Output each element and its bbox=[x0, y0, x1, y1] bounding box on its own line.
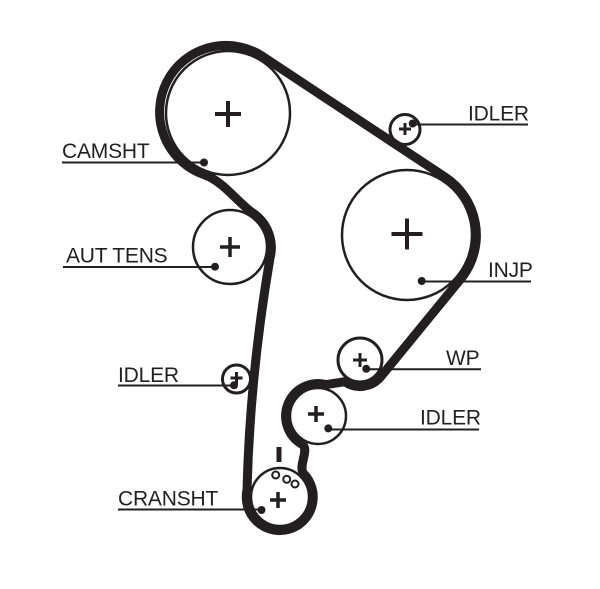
idler-left-leader-dot bbox=[230, 381, 238, 390]
idler-bottom-right-pulley bbox=[288, 386, 348, 446]
crankshaft-bolt-holes bbox=[271, 470, 300, 489]
auto-tensioner-label: AUT TENS bbox=[66, 245, 168, 268]
idler-left-center-mark bbox=[230, 372, 243, 384]
idler-top-right-leader-dot bbox=[408, 119, 417, 128]
injection-pump-center-mark bbox=[391, 218, 423, 250]
camshaft-center-mark bbox=[215, 101, 241, 127]
idler-bottom-right-label: IDLER bbox=[420, 407, 481, 430]
leader-lines bbox=[62, 123, 531, 511]
crankshaft-bolt-hole bbox=[290, 479, 300, 489]
idler-top-right-label: IDLER bbox=[468, 103, 529, 126]
idler-bottom-right-center-mark bbox=[308, 406, 324, 422]
idler-top-right-center-mark bbox=[399, 123, 411, 135]
water-pump-leader-dot bbox=[362, 364, 371, 373]
idler-left-label: IDLER bbox=[118, 364, 179, 387]
timing-belt bbox=[155, 40, 481, 536]
crankshaft-bolt-hole bbox=[282, 474, 292, 484]
injection-pump-leader-dot bbox=[417, 277, 426, 285]
crankshaft-center-mark bbox=[270, 492, 286, 508]
auto-tensioner-leader-dot bbox=[211, 262, 219, 271]
pulley-center-marks bbox=[215, 101, 423, 508]
crankshaft-leader-dot bbox=[257, 506, 266, 514]
water-pump-center-mark bbox=[353, 353, 367, 367]
crankshaft-pulley bbox=[249, 466, 311, 528]
camshaft-label: CAMSHT bbox=[62, 140, 150, 163]
camshaft-leader-dot bbox=[200, 158, 208, 167]
crankshaft-label: CRANSHT bbox=[118, 488, 218, 511]
water-pump-label: WP bbox=[446, 347, 479, 370]
pulley-circles bbox=[164, 49, 474, 528]
injection-pump-label: INJP bbox=[488, 259, 533, 282]
leader-dots bbox=[200, 119, 426, 514]
auto-tensioner-center-mark bbox=[220, 237, 240, 257]
idler-bottom-right-leader-dot bbox=[324, 424, 333, 433]
crankshaft-bolt-hole bbox=[271, 470, 281, 480]
